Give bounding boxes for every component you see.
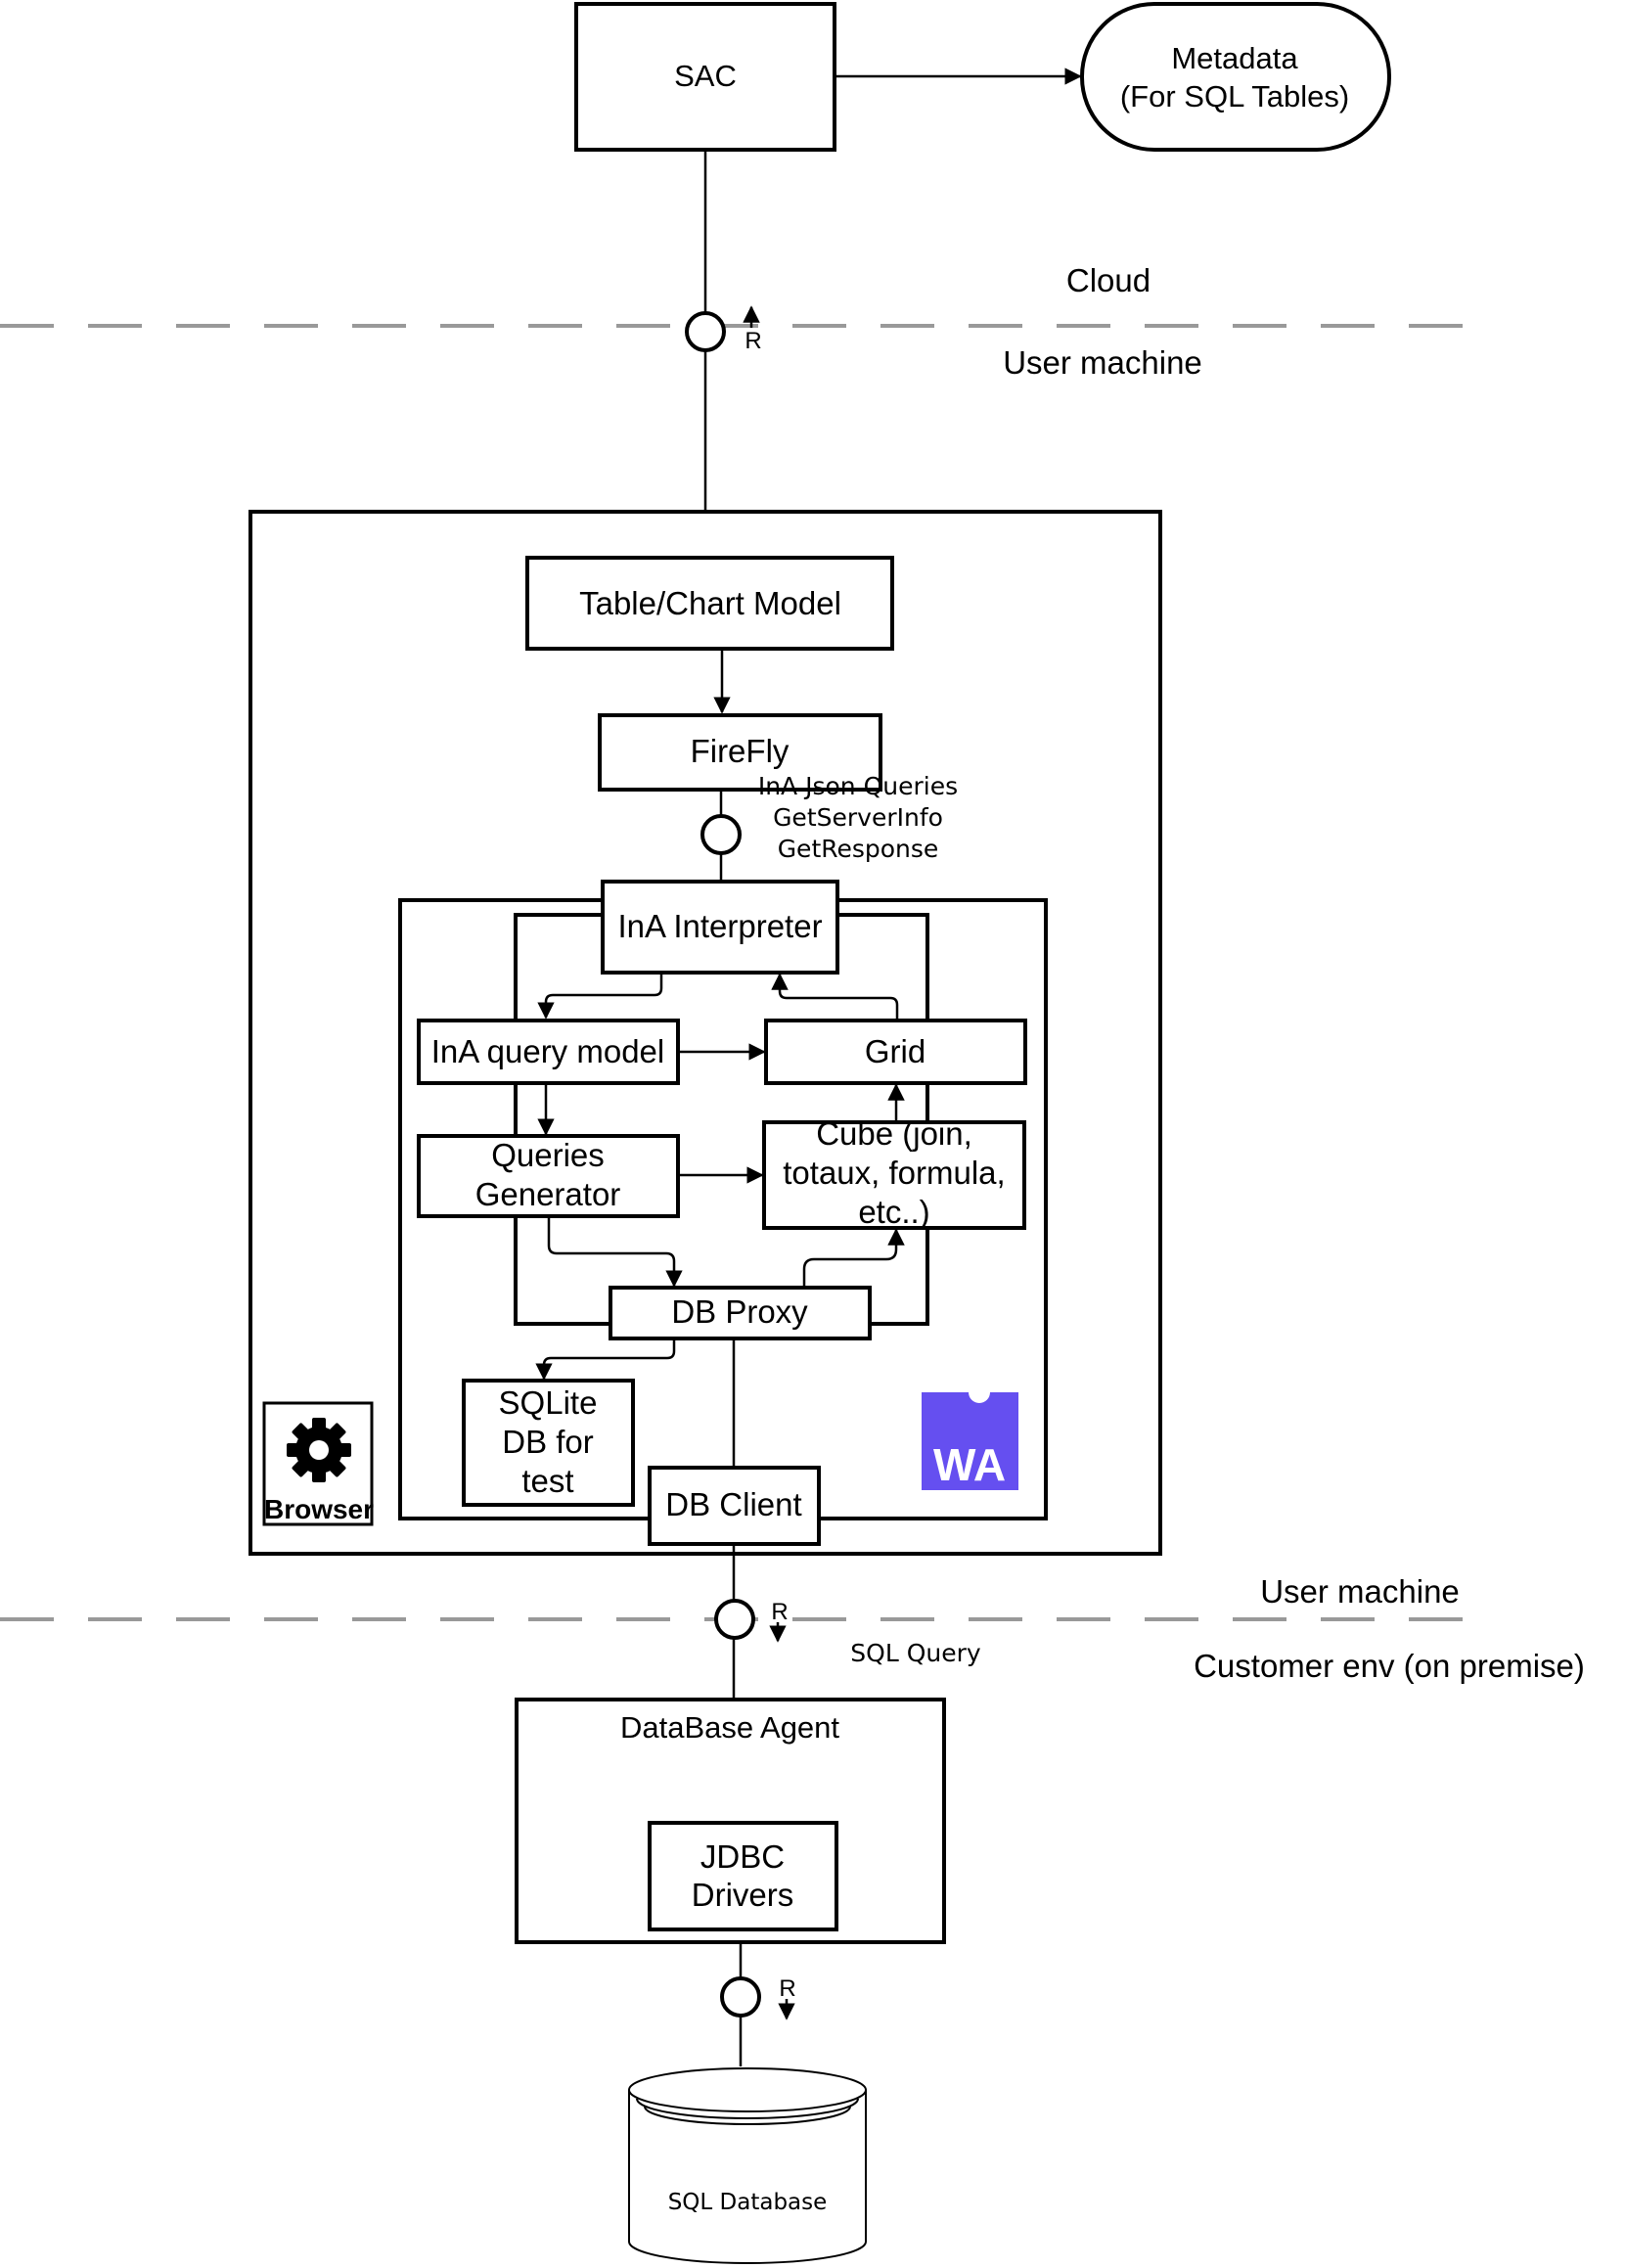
- jdbc-drivers-box: [648, 1821, 838, 1931]
- cube-box: [762, 1120, 1026, 1230]
- sqlite-label-line2: DB for: [502, 1424, 594, 1460]
- proxy-to-sqlite-arrow: [535, 1338, 676, 1381]
- browser-container: [248, 510, 1162, 1556]
- table-chart-model-label: Table/Chart Model: [579, 585, 841, 621]
- metadata-label-line2: (For SQL Tables): [1120, 79, 1349, 113]
- firefly-box: [598, 713, 882, 792]
- get-response-label: GetResponse: [778, 835, 939, 863]
- ina-interpreter-box: [601, 880, 839, 975]
- grid-box: [764, 1019, 1027, 1085]
- ina-json-queries-label: InA Json Queries: [758, 772, 958, 800]
- r-cloud-label: R: [745, 328, 761, 354]
- wasm-logo-label: WA: [933, 1439, 1006, 1490]
- ina-query-model-box: [417, 1019, 680, 1085]
- firefly-label: FireFly: [691, 733, 790, 769]
- grid-label: Grid: [865, 1033, 925, 1069]
- proxy-to-cube-arrow: [802, 1228, 905, 1288]
- cloud-interface-circle: [685, 311, 726, 352]
- metadata-terminal: [1080, 2, 1391, 152]
- ina-interpreter-label: InA Interpreter: [617, 908, 822, 944]
- get-server-info-label: GetServerInfo: [773, 803, 943, 832]
- generator-to-proxy-arrow: [547, 1216, 683, 1288]
- db-proxy-label: DB Proxy: [671, 1293, 808, 1330]
- queries-generator-label-line2: Generator: [475, 1176, 621, 1212]
- queries-generator-box: [417, 1134, 680, 1218]
- firefly-interface-circle: [700, 814, 742, 855]
- ina-query-model-label: InA query model: [431, 1033, 664, 1069]
- r-database-label: R: [779, 1975, 795, 2002]
- r-client-label: R: [771, 1599, 788, 1625]
- browser-logo-label: Browser: [264, 1494, 374, 1524]
- cube-label-line3: etc..): [858, 1194, 929, 1230]
- sql-database-cylinder: [628, 2067, 867, 2264]
- sac-label: SAC: [674, 59, 737, 93]
- cube-label-line1: Cube (join,: [816, 1115, 972, 1152]
- sql-database-label: SQL Database: [668, 2190, 828, 2215]
- cloud-zone-label: Cloud: [1066, 262, 1151, 298]
- sqlite-box: [462, 1379, 635, 1507]
- metadata-label-line1: Metadata: [1171, 41, 1298, 75]
- grid-to-interpreter-arrow: [771, 973, 899, 1021]
- sqlite-label-line1: SQLite: [499, 1384, 598, 1421]
- db-proxy-box: [609, 1286, 872, 1340]
- sqlite-label-line3: test: [521, 1463, 573, 1499]
- client-interface-circle: [714, 1599, 755, 1640]
- cube-label-line2: totaux, formula,: [783, 1155, 1005, 1191]
- table-chart-model-box: [525, 556, 894, 651]
- wasm-logo: [922, 1392, 1018, 1490]
- jdbc-label-line1: JDBC: [700, 1838, 785, 1875]
- gear-icon: [287, 1418, 351, 1482]
- db-client-label: DB Client: [665, 1486, 801, 1522]
- database-interface-circle: [720, 1976, 761, 2018]
- interpreter-to-query-model-arrow: [537, 973, 663, 1020]
- user-machine-bottom-label: User machine: [1260, 1573, 1460, 1610]
- sql-query-label: SQL Query: [850, 1639, 981, 1667]
- jdbc-label-line2: Drivers: [692, 1877, 794, 1913]
- queries-generator-label-line1: Queries: [491, 1137, 605, 1173]
- customer-env-label: Customer env (on premise): [1194, 1648, 1585, 1684]
- database-agent-label: DataBase Agent: [620, 1710, 839, 1745]
- user-machine-top-label: User machine: [1003, 344, 1202, 381]
